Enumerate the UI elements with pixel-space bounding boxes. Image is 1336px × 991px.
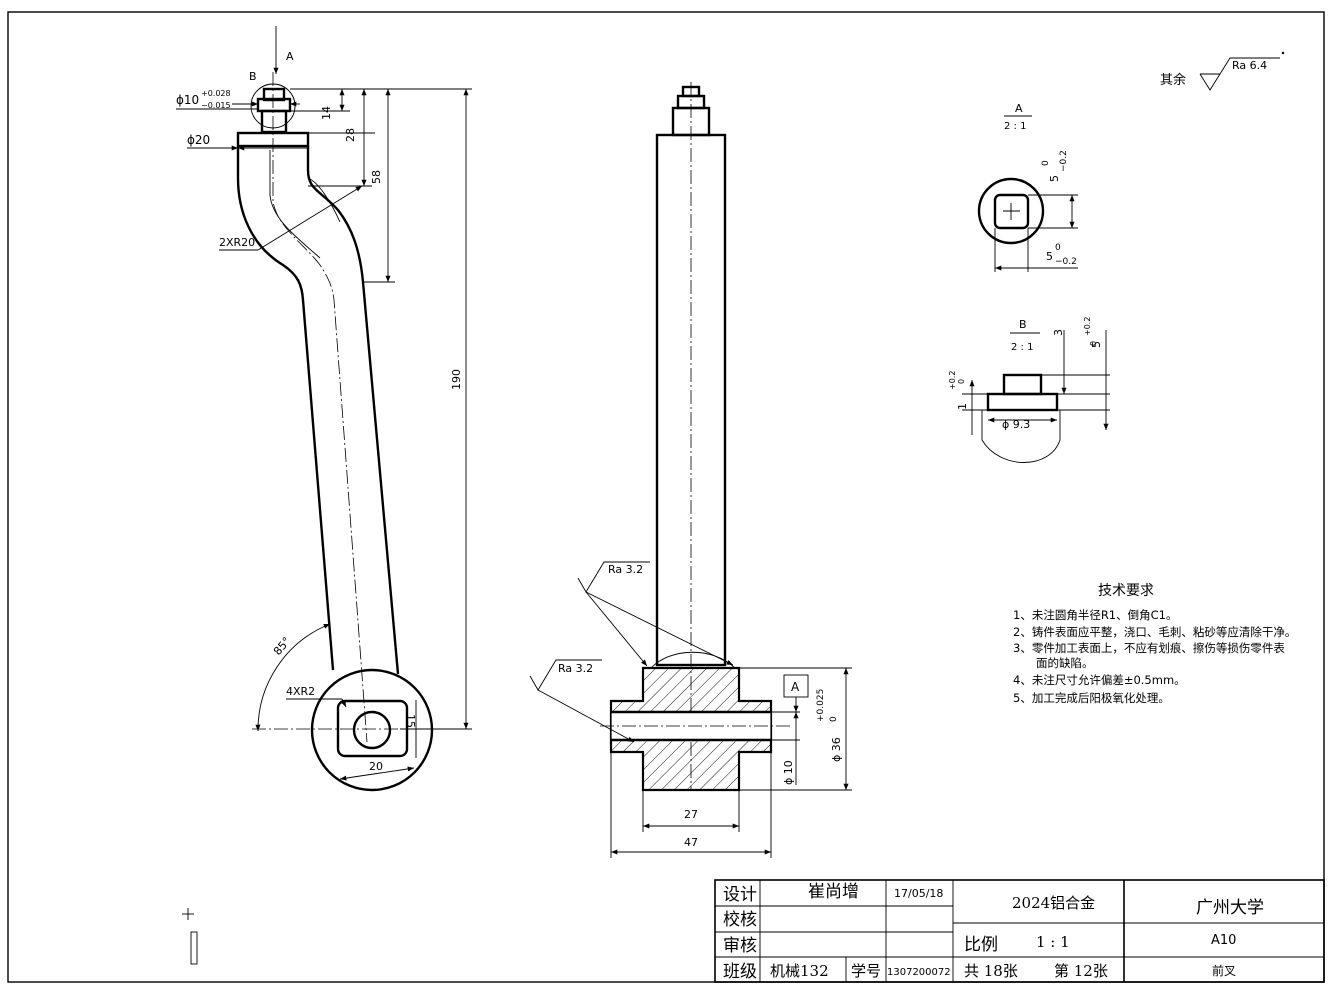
front-view: A B 85° 4XR2 2XR20: [176, 26, 472, 792]
tech-req-item-2: 2、铸件表面应平整，浇口、毛刺、粘砂等应清除干净。: [1013, 625, 1296, 639]
tb-class-label: 班级: [723, 962, 757, 982]
tb-student-no-label: 学号: [851, 962, 881, 980]
tb-scale-label: 比例: [964, 935, 998, 955]
section-a-tol-b: −0.2: [1059, 150, 1069, 172]
dia-small-label: ϕ10: [176, 93, 199, 107]
detail-b-scale: 2 : 1: [1011, 342, 1033, 353]
detail-b-dia: ϕ 9.3: [1002, 418, 1030, 431]
section-a-dim-lower: 5: [1046, 250, 1053, 263]
dim-15-label: 15: [404, 714, 417, 728]
tech-req-item-1: 1、未注圆角半径R1、倒角C1。: [1013, 608, 1177, 622]
ra-left-label: Ra 3.2: [558, 662, 593, 675]
tb-check-label: 校核: [723, 910, 757, 930]
tb-design-name: 崔尚增: [808, 882, 859, 902]
detail-b-dim1-tol: +0.2: [948, 371, 957, 390]
detail-b-dim1-tol2: 0: [957, 379, 966, 384]
technical-requirements: 技术要求 1、未注圆角半径R1、倒角C1。 2、铸件表面应平整，浇口、毛刺、粘砂…: [1013, 583, 1296, 705]
datum-a-label: A: [791, 680, 800, 694]
tb-total-sheets: 共 18张: [964, 962, 1018, 980]
dim-20-label: 20: [369, 760, 383, 773]
surface-note-label: 其余: [1160, 72, 1186, 88]
dia-small-tol-upper: +0.028: [201, 89, 231, 98]
title-block: 设计 崔尚增 17/05/18 校核 审核 班级 机械132 学号 130720…: [714, 879, 1325, 983]
tb-scale-value: 1 : 1: [1036, 933, 1070, 951]
detail-b-title: B: [1019, 318, 1027, 331]
detail-b-view: B 2 : 1 ϕ 9.3 3 5 +0.2 0 1 +0.2 0: [948, 317, 1110, 463]
dia-large-label: ϕ20: [187, 133, 210, 147]
detail-b-dim-1: 1: [956, 403, 969, 410]
tb-review-label: 审核: [723, 936, 757, 956]
tech-req-title: 技术要求: [1098, 583, 1154, 599]
tb-sheet-no: 第 12张: [1054, 962, 1108, 980]
tech-req-item-5: 5、加工完成后阳极氧化处理。: [1013, 691, 1170, 705]
side-view: Ra 3.2 Ra 3.2 A ϕ 36 ϕ 10 +0.025 0 27 47: [529, 82, 852, 858]
tb-student-no: 1307200072: [887, 967, 951, 978]
dim-27-label: 27: [684, 808, 698, 821]
tech-req-item-3b: 面的缺陷。: [1013, 656, 1094, 670]
drawing-frame: [7, 11, 1325, 983]
section-a-view: A 2 : 1 5 0 −0.2 5 0 −0.2: [977, 102, 1078, 272]
tb-class-value: 机械132: [770, 962, 829, 980]
tb-material: 2024铝合金: [1012, 894, 1095, 912]
tech-req-item-4: 4、未注尺寸允许偏差±0.5mm。: [1013, 673, 1186, 687]
section-a-label: A: [1015, 102, 1023, 115]
tb-school: 广州大学: [1196, 898, 1264, 918]
detail-b-dim-5: 5: [1090, 341, 1103, 348]
detail-b-dim3-tol2: 0: [1089, 341, 1098, 346]
dim-58-label: 58: [370, 170, 383, 184]
tb-design-date: 17/05/18: [894, 887, 943, 900]
tol-upper-label: +0.025: [816, 689, 826, 722]
section-a-scale: 2 : 1: [1004, 121, 1026, 132]
section-a-tol-a: 0: [1041, 160, 1051, 166]
dim-28-label: 28: [344, 128, 357, 142]
detail-b-dim-3: 3: [1052, 329, 1065, 336]
dia-small-tol-lower: −0.015: [201, 101, 231, 110]
tb-part-name: 前叉: [1212, 963, 1236, 978]
tb-design-label: 设计: [723, 885, 757, 905]
section-a-lower-tol-b: −0.2: [1055, 257, 1077, 267]
scale-mark: [182, 908, 198, 965]
dia-36-label: ϕ 36: [830, 737, 843, 762]
radius-2xr20-label: 2XR20: [219, 236, 255, 249]
dim-14-label: 14: [320, 106, 333, 120]
ra-top-label: Ra 3.2: [608, 563, 643, 576]
section-a-lower-tol-a: 0: [1055, 243, 1061, 253]
detail-b-label: B: [249, 70, 257, 83]
surface-note-value: Ra 6.4: [1232, 59, 1267, 72]
tb-drawing-no: A10: [1211, 933, 1236, 948]
detail-b-dim3-tol: +0.2: [1083, 317, 1092, 336]
view-arrow-a-label: A: [286, 50, 294, 63]
dim-190-label: 190: [450, 369, 463, 390]
radius-4xr2-label: 4XR2: [286, 685, 315, 698]
dia-10-label: ϕ 10: [782, 760, 795, 785]
tol-lower-label: 0: [829, 716, 839, 722]
section-a-dim-upper: 5: [1048, 175, 1061, 182]
surface-finish-note: 其余 Ra 6.4: [1160, 51, 1285, 91]
angle-85-label: 85°: [271, 635, 293, 658]
tech-req-item-3: 3、零件加工表面上，不应有划痕、擦伤等损伤零件表: [1013, 641, 1285, 655]
dim-47-label: 47: [684, 836, 698, 849]
